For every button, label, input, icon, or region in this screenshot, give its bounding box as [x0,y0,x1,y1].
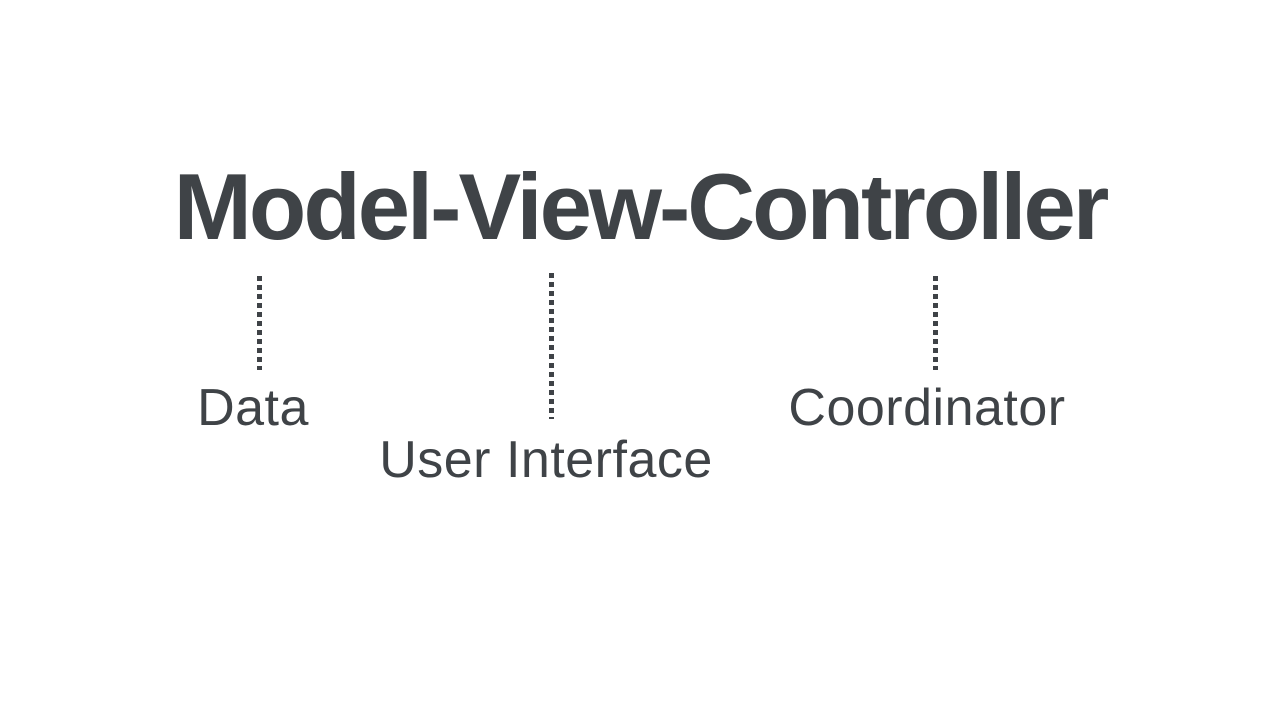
label-view-meaning: User Interface [379,431,713,489]
label-model-meaning: Data [197,379,309,437]
label-controller-meaning: Coordinator [788,379,1066,437]
page-title: Model-View-Controller [173,154,1110,259]
dotted-connector-controller [933,276,938,370]
dotted-connector-model [257,276,262,370]
dotted-connector-view [549,273,554,419]
